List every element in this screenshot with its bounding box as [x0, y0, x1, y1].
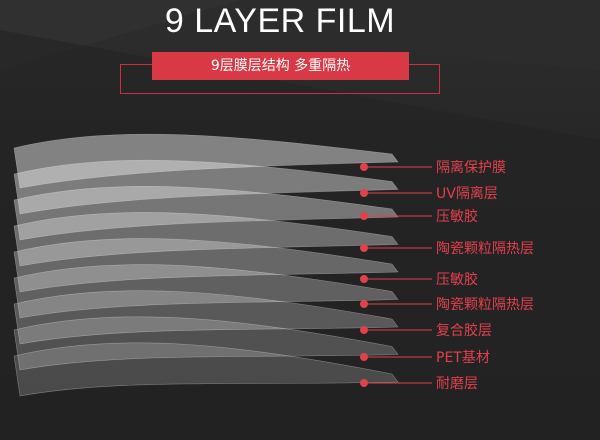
- layer-label: PET基材: [436, 350, 490, 366]
- film-sheet: [13, 264, 399, 319]
- film-sheet: [13, 290, 399, 345]
- film-sheet: [13, 342, 399, 397]
- film-sheet: [13, 159, 399, 215]
- film-sheets: [13, 133, 399, 397]
- layer-label: 压敏胶: [436, 209, 478, 225]
- layer-label: 陶瓷颗粒隔热层: [436, 297, 534, 313]
- layer-label: 隔离保护膜: [436, 160, 506, 176]
- layer-label: 复合胶层: [436, 323, 492, 339]
- film-sheet: [13, 212, 399, 267]
- film-sheet: [13, 316, 399, 371]
- label-leaders: [360, 163, 432, 387]
- film-sheet: [13, 133, 399, 189]
- film-sheet: [13, 238, 399, 293]
- subtitle-banner: 9层膜层结构 多重隔热: [152, 52, 409, 80]
- layer-label: 陶瓷颗粒隔热层: [436, 241, 534, 257]
- layer-label: 压敏胶: [436, 272, 478, 288]
- film-sheet: [13, 186, 399, 241]
- layer-label: 耐磨层: [436, 376, 478, 392]
- layer-label: UV隔离层: [436, 186, 498, 202]
- page-title: 9 LAYER FILM: [164, 2, 396, 40]
